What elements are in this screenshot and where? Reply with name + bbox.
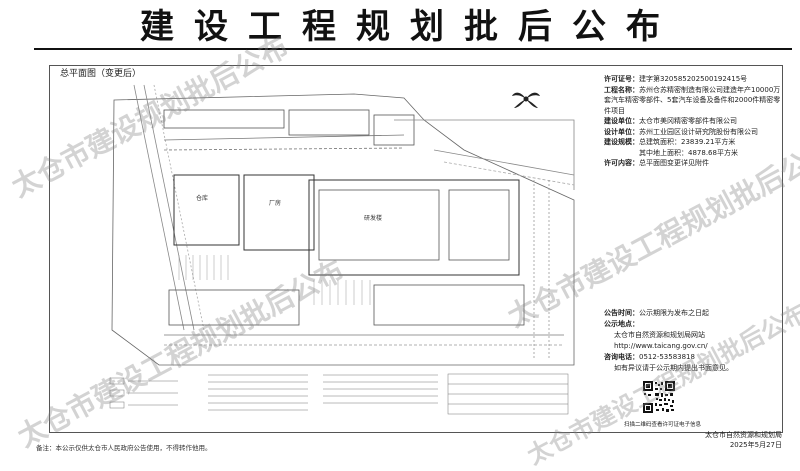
project-name: 苏州仓苏精密制造有限公司建造年产10000万套汽车精密零部件、5套汽车设备及备件… (604, 85, 781, 115)
header: 建设工程规划批后公布 (0, 0, 800, 47)
permit-info: 许可证号：建字第320585202500192415号 工程名称：苏州仓苏精密制… (604, 74, 782, 169)
notice-feedback: 如有异议请于公示期内提出书面意见。 (614, 364, 733, 372)
qr-caption: 扫描二维码查看许可证电子信息 (624, 422, 702, 428)
notice-place: 太仓市自然资源和规划局网站 (614, 331, 705, 339)
notice-phone: 0512-53583818 (639, 353, 695, 361)
building-label-warehouse: 仓库 (196, 194, 208, 202)
construction-scale-row: 建设规模：总建筑面积：23839.21平方米 (604, 138, 736, 146)
notice-phone-row: 咨询电话：0512-53583818 (604, 353, 695, 361)
above-ground-area: 其中地上面积：4878.68平方米 (639, 148, 738, 157)
permit-content: 总平面图变更详见附件 (639, 159, 709, 167)
site-plan-drawing: 仓库 厂房 研发楼 (111, 84, 575, 366)
plan-sheet (49, 65, 783, 433)
project-name-row: 工程名称：苏州仓苏精密制造有限公司建造年产10000万套汽车精密零部件、5套汽车… (604, 85, 781, 115)
qr-code-icon[interactable] (642, 380, 676, 414)
permit-content-row: 许可内容：总平面图变更详见附件 (604, 159, 709, 167)
total-area: 总建筑面积：23839.21平方米 (639, 138, 736, 146)
permit-number-row: 许可证号：建字第320585202500192415号 (604, 75, 748, 83)
issue-date: 2025年5月27日 (729, 441, 782, 449)
building-label-rnd: 研发楼 (364, 214, 382, 222)
notice-period: 公示期限为发布之日起 (639, 309, 709, 317)
design-unit: 苏州工业园区设计研究院股份有限公司 (639, 127, 758, 136)
notice-place-row: 公示地点： (604, 320, 639, 328)
notice-info: 公告时间：公示期限为发布之日起 公示地点： 太仓市自然资源和规划局网站 http… (604, 308, 779, 374)
plan-legend (109, 373, 569, 415)
building-label-factory: 厂房 (269, 199, 281, 207)
planning-logo-icon (512, 92, 540, 108)
footer-note: 备注：本公示仅供太仓市人民政府公告使用，不得转作他用。 (36, 444, 212, 452)
notice-website[interactable]: http://www.taicang.gov.cn/ (614, 342, 708, 350)
issuer-block: 扫描二维码查看许可证电子信息 太仓市自然资源和规划局 2025年5月27日 (604, 420, 782, 450)
title-divider (34, 48, 792, 50)
construction-unit: 太仓市美冈精密零部件有限公司 (639, 117, 737, 125)
design-unit-row: 设计单位：苏州工业园区设计研究院股份有限公司 (604, 127, 758, 136)
permit-number: 建字第320585202500192415号 (639, 75, 748, 83)
notice-period-row: 公告时间：公示期限为发布之日起 (604, 309, 709, 317)
issuer-org: 太仓市自然资源和规划局 (705, 431, 782, 439)
plan-title: 总平面图（变更后） (60, 69, 142, 79)
construction-unit-row: 建设单位：太仓市美冈精密零部件有限公司 (604, 117, 737, 125)
page-title: 建设工程规划批后公布 (140, 6, 680, 47)
